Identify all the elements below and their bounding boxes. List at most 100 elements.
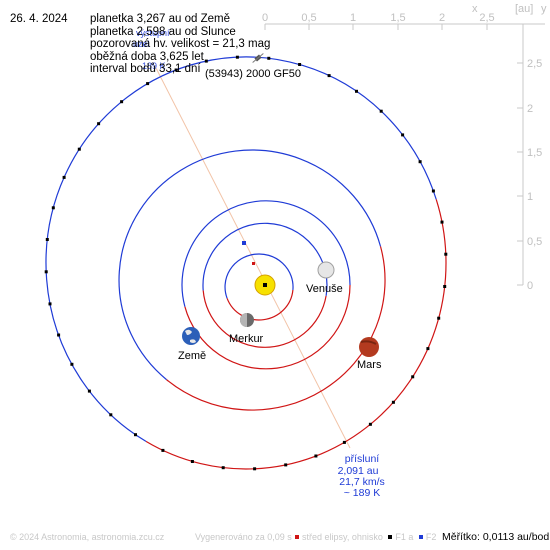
x-axis-label: x [472,3,478,15]
asteroid-orbit-point [87,389,91,393]
asteroid-orbit-point [431,189,435,193]
y-tick-2-5: 2,5 [527,58,542,70]
asteroid-orbit-point [134,433,137,437]
asteroid-orbit-point [235,55,239,59]
scale-text: Měřítko: 0,0113 au/bod [442,531,550,543]
asteroid-orbit-point [62,175,66,179]
info-line-earth-distance: planetka 3,267 au od Země [90,13,231,25]
legend-f1-label: F1 a [395,532,414,542]
info-panel: planetka 3,267 au od Země planetka 2,598… [90,13,270,76]
legend-f1-swatch [388,535,393,540]
y-tick-2: 2 [527,103,533,115]
x-tick-0: 0 [262,12,268,24]
x-tick-2: 2 [439,12,445,24]
asteroid-orbit-point [120,100,124,104]
y-axis-label: y [541,3,547,15]
mars-orbit-blue-arc [118,149,382,381]
copyright-text: © 2024 Astronomia, astronomia.zcu.cz [10,532,165,542]
perihelion-speed: 21,7 km/s [339,476,385,488]
asteroid-orbit-point [444,252,448,256]
info-line-sun-distance: planetka 2,598 au od Slunce [90,25,236,38]
asteroid-orbit-point [174,68,178,72]
earth-icon[interactable] [182,327,200,345]
node-label-line3: 189 K [142,61,166,71]
asteroid-orbit-point [45,238,49,241]
asteroid-orbit-point [77,147,81,151]
legend-f2-swatch [418,535,423,540]
y-tick-1-5: 1,5 [527,147,542,159]
asteroid-orbit-point [368,422,372,426]
mercury-orbit-blue-arc [224,253,294,299]
asteroid-orbit-point [401,133,405,137]
x-tick-2-5: 2,5 [479,12,494,24]
mars-orbit-red-arc [166,246,386,411]
asteroid-orbit-point [355,89,358,93]
asteroid-orbit-point [437,316,441,320]
earth-label: Země [178,350,206,362]
asteroid-orbit-point [314,454,318,458]
mars-icon[interactable] [359,337,379,357]
right-axis [517,24,524,286]
asteroid-orbit-point [379,109,383,113]
generated-text: Vygenerováno za 0,09 s [195,532,292,542]
asteroid-label: (53943) 2000 GF50 [205,68,301,80]
y-tick-0: 0 [527,280,533,292]
earth-orbit-red-arc [184,284,351,370]
asteroid-orbit-blue-arc [45,56,437,442]
asteroid-orbit-point [109,413,113,417]
asteroid-orbit-point [298,63,302,66]
asteroid-orbit-point [48,302,52,306]
legend: střed elipsy, ohnisko F1 a F2 [292,532,436,542]
asteroid-orbit-point [51,206,55,210]
asteroid-orbit-point [97,122,101,126]
venus-orbit-red-arc [202,290,327,348]
top-axis [264,23,545,30]
mercury-label: Merkur [229,333,264,345]
asteroid-orbit-point [70,362,74,366]
legend-center-label: střed elipsy, ohnisko [302,532,383,542]
asteroid-orbit-point [190,460,194,463]
mercury-orbit-red-arc [226,289,294,321]
ellipse-center-marker [242,241,246,245]
asteroid-orbit-point [146,82,150,86]
info-line-period: oběžná doba 3,625 let [90,50,204,63]
asteroid-orbit-point [267,56,271,60]
asteroid-orbit-point [342,440,346,444]
apsidal-line [155,67,351,449]
asteroid-orbit-point [440,220,444,224]
small-marker [252,262,255,265]
y-tick-0-5: 0,5 [527,236,542,248]
asteroid-orbit-point [426,347,430,351]
earth-orbit-blue-arc [181,200,351,307]
asteroid-orbit-point [411,375,415,379]
legend-center-swatch [295,535,299,540]
mercury-icon[interactable] [240,313,254,327]
node-label-line2: uzel [133,39,150,49]
perihelion-distance: 2,091 au [338,465,379,477]
info-line-interval: interval bodů 33,1 dní [90,63,201,75]
x-tick-1: 1 [350,12,356,24]
perihelion-temp: ~ 189 K [344,487,381,499]
node-label-line1: výstupní [136,28,170,38]
venus-label: Venuše [306,283,343,295]
asteroid-orbit-point [443,285,447,288]
mars-label: Mars [357,359,382,371]
asteroid-orbit-point [204,59,208,63]
asteroid-orbit-point [57,333,61,337]
info-line-magnitude: pozorovaná hv. velikost = 21,3 mag [90,38,271,50]
perihelion-label: přísluní [345,453,380,465]
asteroid-orbit-point [44,270,48,274]
asteroid-orbit-point [418,160,422,164]
asteroid-orbit-point [284,463,288,467]
legend-f2-label: F2 [425,532,437,542]
asteroid-orbit-point [391,400,395,404]
asteroid-icon[interactable] [251,52,264,64]
date-label: 26. 4. 2024 [10,13,68,25]
y-tick-1: 1 [527,191,533,203]
asteroid-orbit-point [253,467,257,471]
asteroid-orbit-point [161,448,165,452]
venus-icon[interactable] [317,261,335,279]
asteroid-orbit-point [327,74,331,78]
asteroid-orbit-point [221,466,225,470]
